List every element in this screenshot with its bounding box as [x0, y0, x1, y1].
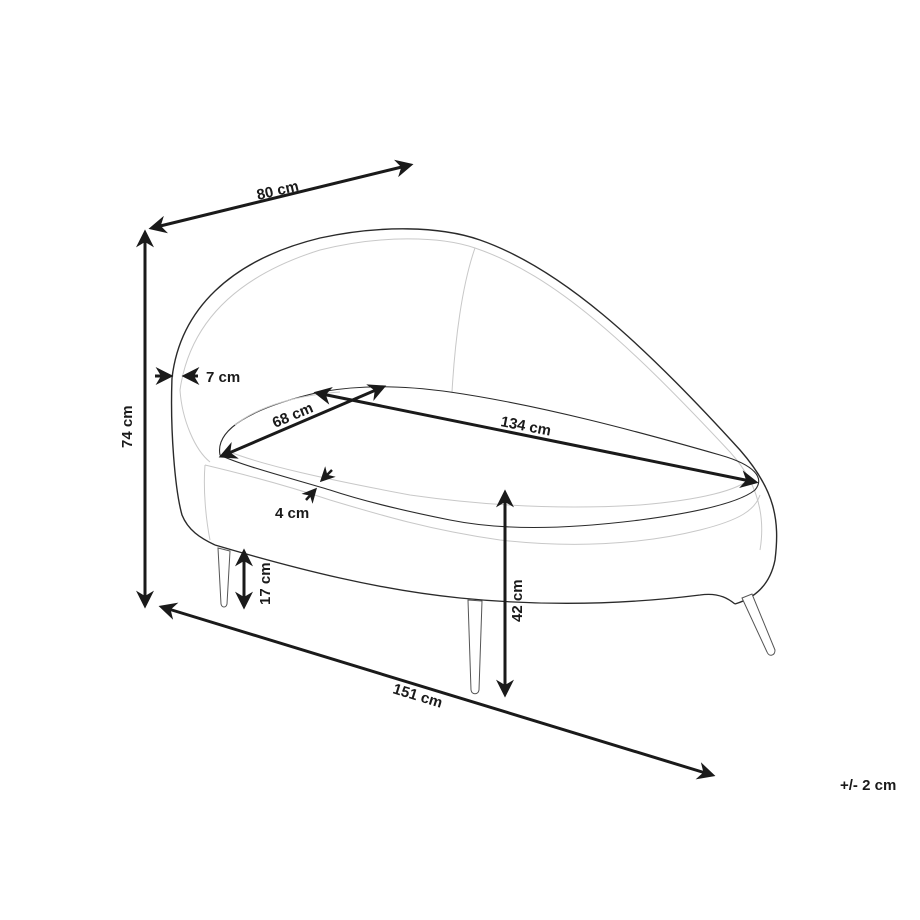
label-80cm: 80 cm	[255, 178, 300, 204]
dimension-labels: 80 cm 74 cm 7 cm 68 cm 134 cm 4 cm 17 cm…	[119, 178, 552, 712]
leg-back-right	[741, 593, 776, 656]
label-4cm: 4 cm	[275, 505, 309, 522]
backrest-outer	[171, 228, 778, 605]
left-side-outer	[170, 377, 216, 546]
label-74cm: 74 cm	[119, 405, 136, 448]
label-7cm: 7 cm	[206, 369, 240, 386]
dim-line-151	[158, 602, 716, 780]
dim-line-134	[313, 387, 759, 488]
chaise-lounge-outline	[170, 228, 778, 605]
label-17cm: 17 cm	[257, 562, 274, 605]
legs	[217, 547, 776, 695]
dim-line-4-bottom	[301, 487, 318, 504]
leg-front-middle	[467, 599, 483, 695]
leg-front-left	[217, 547, 231, 608]
left-side-inner	[179, 389, 211, 463]
front-edge	[203, 464, 211, 541]
dimension-lines	[136, 159, 759, 780]
seat-base-bottom	[214, 544, 736, 605]
back-seam	[451, 247, 476, 393]
tolerance-note: +/- 2 cm	[840, 777, 897, 794]
dim-line-4-top	[319, 466, 336, 483]
dim-line-80	[148, 159, 414, 234]
label-42cm: 42 cm	[509, 579, 526, 622]
backrest-inner	[179, 238, 763, 551]
